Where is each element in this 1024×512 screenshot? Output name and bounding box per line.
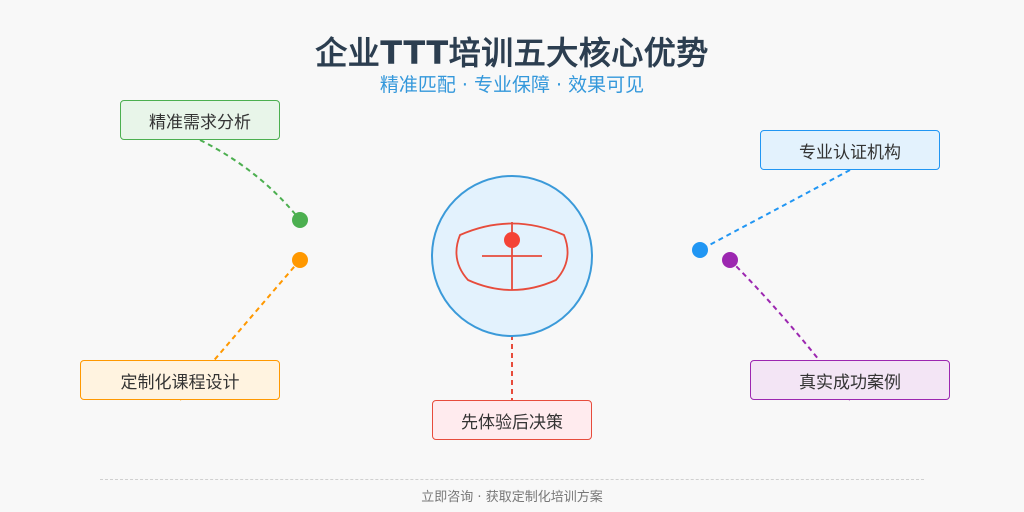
footer-divider	[100, 479, 924, 480]
page-title: 企业TTT培训五大核心优势	[315, 34, 709, 72]
page-subtitle: 精准匹配 · 专业保障 · 效果可见	[379, 74, 645, 96]
connector-success-cases	[729, 259, 851, 401]
advantage-box-needs-analysis: 精准需求分析	[120, 100, 280, 140]
advantage-box-try-before-decide: 先体验后决策	[432, 400, 592, 440]
node-dot-success-cases	[722, 252, 738, 268]
node-dot-certified-institution	[692, 242, 708, 258]
footer-cta: 立即咨询 · 获取定制化培训方案	[421, 490, 603, 505]
node-dot-custom-course	[292, 252, 308, 268]
advantage-label: 真实成功案例	[799, 372, 901, 393]
center-emblem-dot	[504, 232, 520, 248]
advantage-label: 专业认证机构	[799, 142, 901, 163]
advantage-box-certified-institution: 专业认证机构	[760, 130, 940, 170]
advantage-box-custom-course: 定制化课程设计	[80, 360, 280, 400]
connector-needs-analysis	[199, 139, 301, 221]
center-emblem-outline	[455, 222, 569, 291]
advantage-label: 先体验后决策	[461, 412, 563, 433]
connector-certified-institution	[699, 169, 851, 251]
advantage-label: 精准需求分析	[149, 112, 251, 133]
advantage-box-success-cases: 真实成功案例	[750, 360, 950, 400]
advantage-label: 定制化课程设计	[120, 372, 240, 393]
node-dot-needs-analysis	[292, 212, 308, 228]
